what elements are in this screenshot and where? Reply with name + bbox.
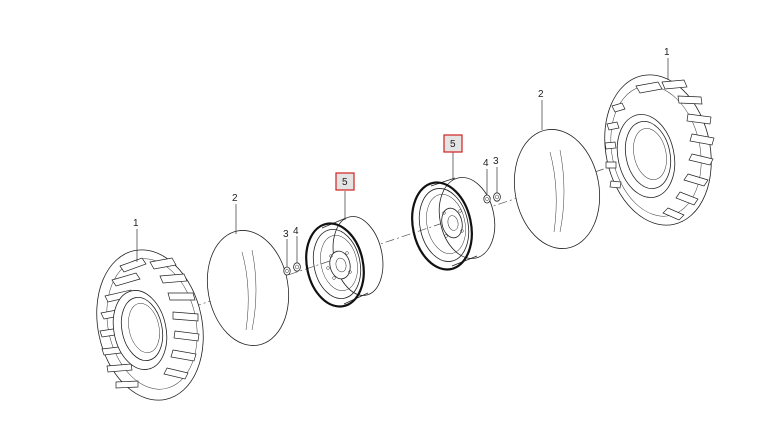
tire-left[interactable] bbox=[83, 240, 216, 410]
callout-tube-right: 2 bbox=[538, 89, 544, 100]
callout-rim-right[interactable]: 5 bbox=[443, 134, 463, 153]
rim-left[interactable] bbox=[299, 212, 390, 312]
callout-nut-left: 3 bbox=[283, 229, 289, 240]
callout-rim-left[interactable]: 5 bbox=[335, 172, 355, 191]
callout-tire-left: 1 bbox=[133, 218, 139, 229]
callout-tube-left: 2 bbox=[232, 193, 238, 204]
nut-right[interactable] bbox=[493, 192, 501, 202]
callout-rim-right-label: 5 bbox=[450, 139, 456, 150]
callout-rim-left-label: 5 bbox=[342, 177, 348, 188]
nut-left[interactable] bbox=[283, 266, 291, 276]
tire-right[interactable] bbox=[591, 65, 724, 235]
callout-nut-right: 3 bbox=[493, 156, 499, 167]
callout-washer-right: 4 bbox=[483, 158, 489, 169]
rim-right[interactable] bbox=[404, 172, 501, 275]
tube-left[interactable] bbox=[199, 224, 298, 352]
tube-right[interactable] bbox=[505, 123, 609, 256]
leader-lines bbox=[136, 58, 669, 267]
callout-tire-right: 1 bbox=[664, 47, 670, 58]
washer-right[interactable] bbox=[483, 194, 491, 204]
washer-left[interactable] bbox=[293, 262, 301, 272]
tire-right-tread bbox=[604, 79, 715, 221]
callout-washer-left: 4 bbox=[293, 226, 299, 237]
